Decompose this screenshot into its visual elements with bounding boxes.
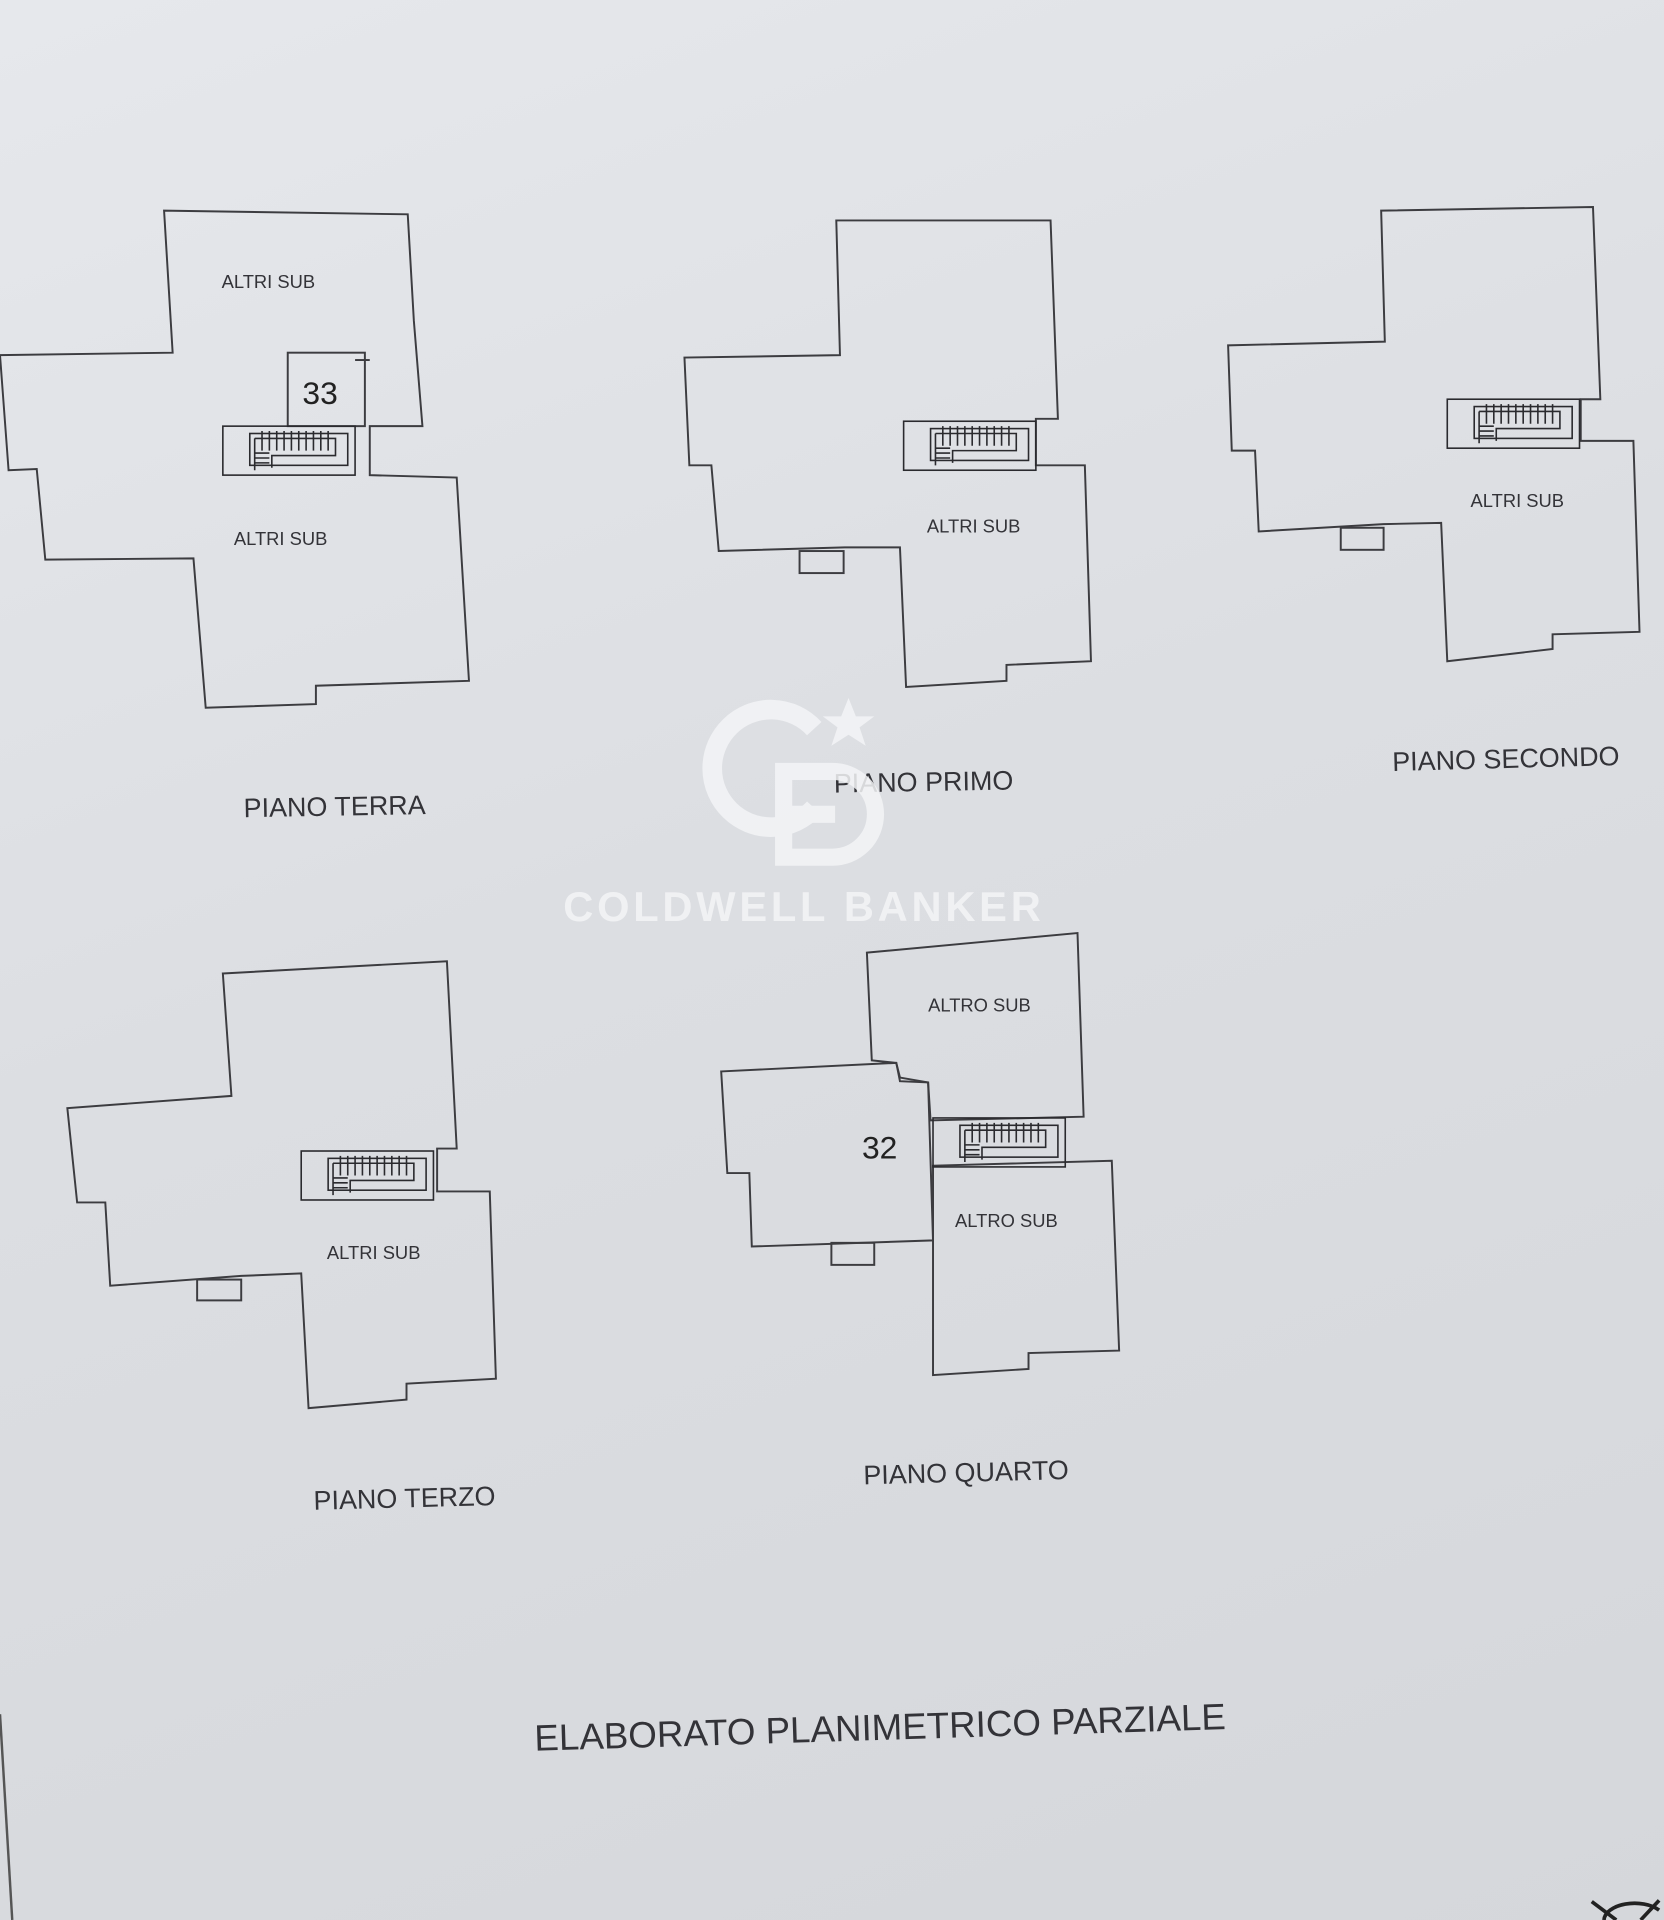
unit-number: 32 xyxy=(862,1129,897,1165)
unit-number: 33 xyxy=(302,375,337,411)
plan-piano-secondo: ALTRI SUB PIANO SECONDO xyxy=(1227,205,1641,777)
room-label: ALTRI SUB xyxy=(234,528,328,549)
room-label: ALTRI SUB xyxy=(327,1242,421,1263)
floor-label: PIANO TERRA xyxy=(243,790,426,823)
watermark-brand: COLDWELL BANKER xyxy=(563,883,1041,930)
floor-label: PIANO QUARTO xyxy=(863,1455,1069,1490)
plan-piano-primo: ALTRI SUB PIANO PRIMO xyxy=(683,219,1092,799)
room-label: ALTRO SUB xyxy=(928,994,1031,1015)
room-label: ALTRO SUB xyxy=(955,1210,1058,1231)
compass-rose-icon xyxy=(1590,1899,1661,1920)
floor-label: PIANO TERZO xyxy=(313,1481,496,1516)
document-title: ELABORATO PLANIMETRICO PARZIALE xyxy=(534,1696,1227,1759)
room-label: ALTRI SUB xyxy=(927,516,1021,537)
room-label: ALTRI SUB xyxy=(222,271,316,292)
plan-piano-quarto: ALTRO SUB ALTRO SUB 32 PIANO QUARTO xyxy=(720,931,1121,1490)
plan-piano-terzo: ALTRI SUB PIANO TERZO xyxy=(66,960,497,1516)
coldwell-banker-watermark: COLDWELL BANKER xyxy=(563,697,1041,930)
floor-label: PIANO SECONDO xyxy=(1392,741,1620,777)
room-label: ALTRI SUB xyxy=(1471,490,1565,511)
plan-piano-terra: ALTRI SUB ALTRI SUB 33 PIANO TERRA xyxy=(0,209,470,823)
cb-logo-icon xyxy=(702,697,884,866)
sheet-edge xyxy=(0,1714,14,1920)
